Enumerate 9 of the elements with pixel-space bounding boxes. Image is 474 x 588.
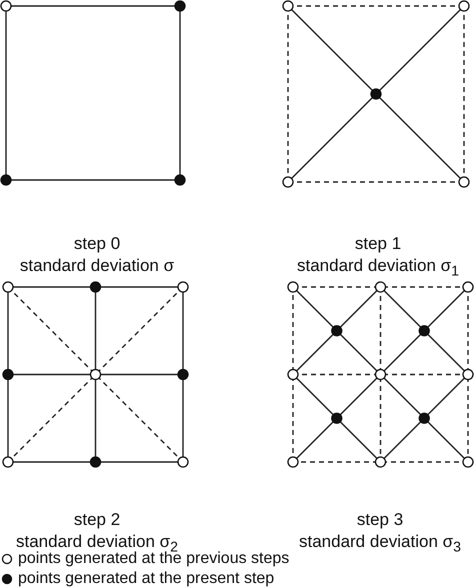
caption-text: standard deviation σ <box>20 256 174 276</box>
step-label: step 2 <box>74 510 120 530</box>
step-label: step 3 <box>356 510 404 530</box>
caption-text: standard deviation σ$_{1}$ <box>296 256 460 282</box>
caption-text: standard deviation σ$_{3}$ <box>298 532 462 558</box>
legend-text: points generated at the previous steps <box>18 550 290 569</box>
step-label: step 1 <box>354 234 402 254</box>
step-label: step 0 <box>74 234 120 254</box>
legend-text: points generated at the present step <box>18 569 274 588</box>
